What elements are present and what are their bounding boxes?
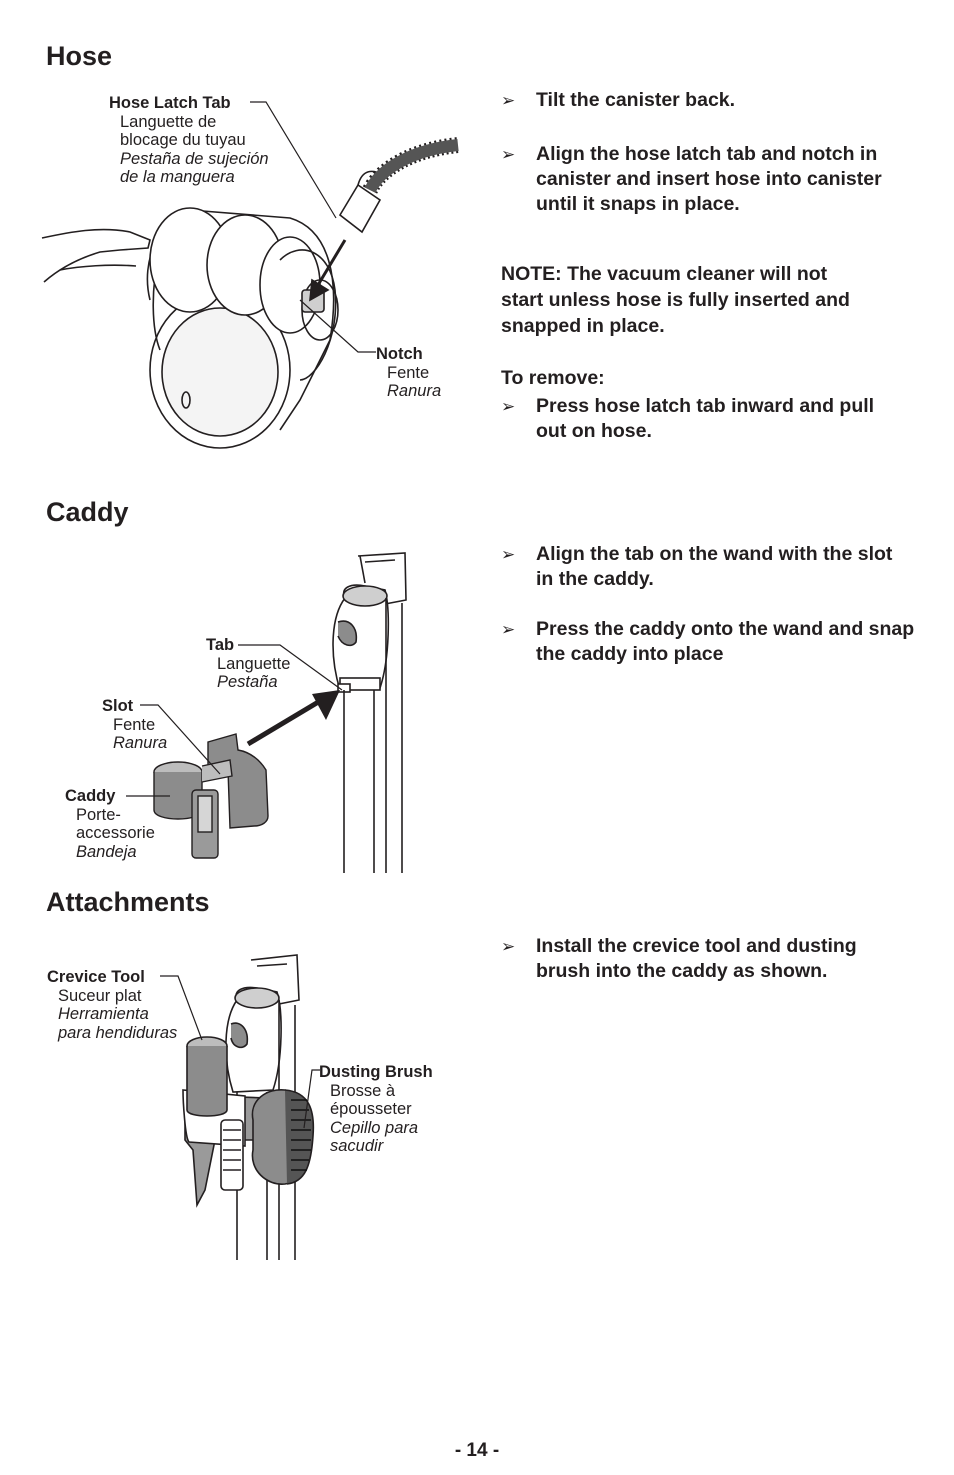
caddy-leader: [126, 795, 170, 797]
hose-note-line-3: snapped in place.: [501, 315, 665, 337]
caddy-step-1-text: Align the tab on the wand with the slot …: [536, 543, 893, 590]
attachments-illustration: [182, 954, 315, 1260]
hose-latch-tab-label: Hose Latch Tab Languette de blocage du t…: [109, 94, 269, 187]
notch-en: Notch: [376, 345, 423, 363]
hose-latch-es-1: Pestaña de sujeción: [120, 149, 269, 168]
notch-es: Ranura: [387, 382, 442, 400]
caddy-steps: ➢ Align the tab on the wand with the slo…: [501, 542, 921, 667]
caddy-fr-1: Porte-: [76, 805, 121, 824]
hose-note: NOTE: The vacuum cleaner will not start …: [501, 261, 921, 339]
caddy-en: Caddy: [65, 787, 116, 805]
slot-leader: [140, 704, 221, 775]
hose-latch-leader: [250, 101, 337, 219]
hose-step-1: ➢ Tilt the canister back.: [501, 88, 921, 113]
crevice-en: Crevice Tool: [47, 968, 145, 986]
slot-fr: Fente: [113, 715, 156, 734]
bullet-arrow-icon: ➢: [501, 620, 516, 639]
tab-es: Pestaña: [217, 673, 278, 691]
caddy-part-illustration: [153, 733, 269, 859]
hose-step-2-text: Align the hose latch tab and notch in ca…: [536, 143, 882, 215]
caddy-step-2: ➢ Press the caddy onto the wand and snap…: [501, 617, 921, 667]
caddy-step-1: ➢ Align the tab on the wand with the slo…: [501, 542, 906, 592]
hose-note-line-1: NOTE: The vacuum cleaner will not: [501, 263, 828, 285]
hose-canister-illustration: [41, 137, 459, 449]
tab-label: Tab Languette Pestaña: [206, 636, 290, 692]
bullet-arrow-icon: ➢: [501, 91, 516, 110]
hose-remove-steps: ➢ Press hose latch tab inward and pull o…: [501, 394, 881, 444]
caddy-wand-illustration: [246, 552, 407, 873]
hose-latch-es-2: de la manguera: [120, 168, 235, 186]
notch-leader: [299, 299, 376, 353]
hose-heading: Hose: [46, 41, 113, 71]
brush-leader: [303, 1069, 320, 1129]
tab-fr: Languette: [217, 654, 291, 673]
brush-en: Dusting Brush: [319, 1063, 433, 1081]
crevice-tool-label: Crevice Tool Suceur plat Herramienta par…: [47, 968, 177, 1042]
attachments-step-1-text: Install the crevice tool and dusting bru…: [536, 935, 857, 982]
hose-latch-en: Hose Latch Tab: [109, 94, 231, 112]
notch-label: Notch Fente Ranura: [376, 345, 441, 401]
attachments-steps: ➢ Install the crevice tool and dusting b…: [501, 934, 921, 984]
slot-label: Slot Fente Ranura: [102, 697, 167, 753]
brush-es-1: Cepillo para: [330, 1118, 419, 1137]
crevice-fr: Suceur plat: [58, 986, 142, 1005]
attachments-heading: Attachments: [46, 887, 210, 917]
tab-en: Tab: [206, 636, 235, 654]
crevice-es-2: para hendiduras: [58, 1023, 178, 1042]
to-remove-heading: To remove:: [501, 367, 605, 389]
slot-es: Ranura: [113, 734, 168, 752]
bullet-arrow-icon: ➢: [501, 145, 516, 164]
brush-es-2: sacudir: [330, 1137, 384, 1155]
brush-fr-1: Brosse à: [330, 1081, 396, 1100]
attachments-step-1: ➢ Install the crevice tool and dusting b…: [501, 934, 916, 984]
hose-step-2: ➢ Align the hose latch tab and notch in …: [501, 142, 906, 217]
bullet-arrow-icon: ➢: [501, 937, 516, 956]
hose-step-1-text: Tilt the canister back.: [536, 89, 736, 111]
caddy-label: Caddy Porte- accessorie Bandeja: [65, 787, 155, 861]
bullet-arrow-icon: ➢: [501, 545, 516, 564]
caddy-fr-2: accessorie: [76, 824, 155, 842]
hose-remove-step-text: Press hose latch tab inward and pull out…: [536, 395, 875, 442]
crevice-es-1: Herramienta: [58, 1005, 149, 1023]
bullet-arrow-icon: ➢: [501, 397, 516, 416]
hose-latch-fr-1: Languette de: [120, 112, 217, 131]
caddy-step-2-text: Press the caddy onto the wand and snap t…: [536, 618, 915, 665]
page-number: - 14 -: [454, 1440, 500, 1461]
hose-steps: ➢ Tilt the canister back. ➢ Align the ho…: [501, 88, 921, 217]
dusting-brush-label: Dusting Brush Brosse à épousseter Cepill…: [319, 1063, 433, 1156]
tab-leader: [238, 644, 343, 691]
notch-fr: Fente: [387, 363, 430, 382]
hose-latch-fr-2: blocage du tuyau: [120, 131, 246, 149]
hose-note-line-2: start unless hose is fully inserted and: [501, 289, 850, 311]
caddy-heading: Caddy: [46, 497, 129, 527]
hose-remove-step: ➢ Press hose latch tab inward and pull o…: [501, 394, 881, 444]
brush-fr-2: épousseter: [330, 1100, 412, 1118]
slot-en: Slot: [102, 697, 134, 715]
crevice-leader: [160, 975, 203, 1041]
caddy-es: Bandeja: [76, 842, 137, 861]
